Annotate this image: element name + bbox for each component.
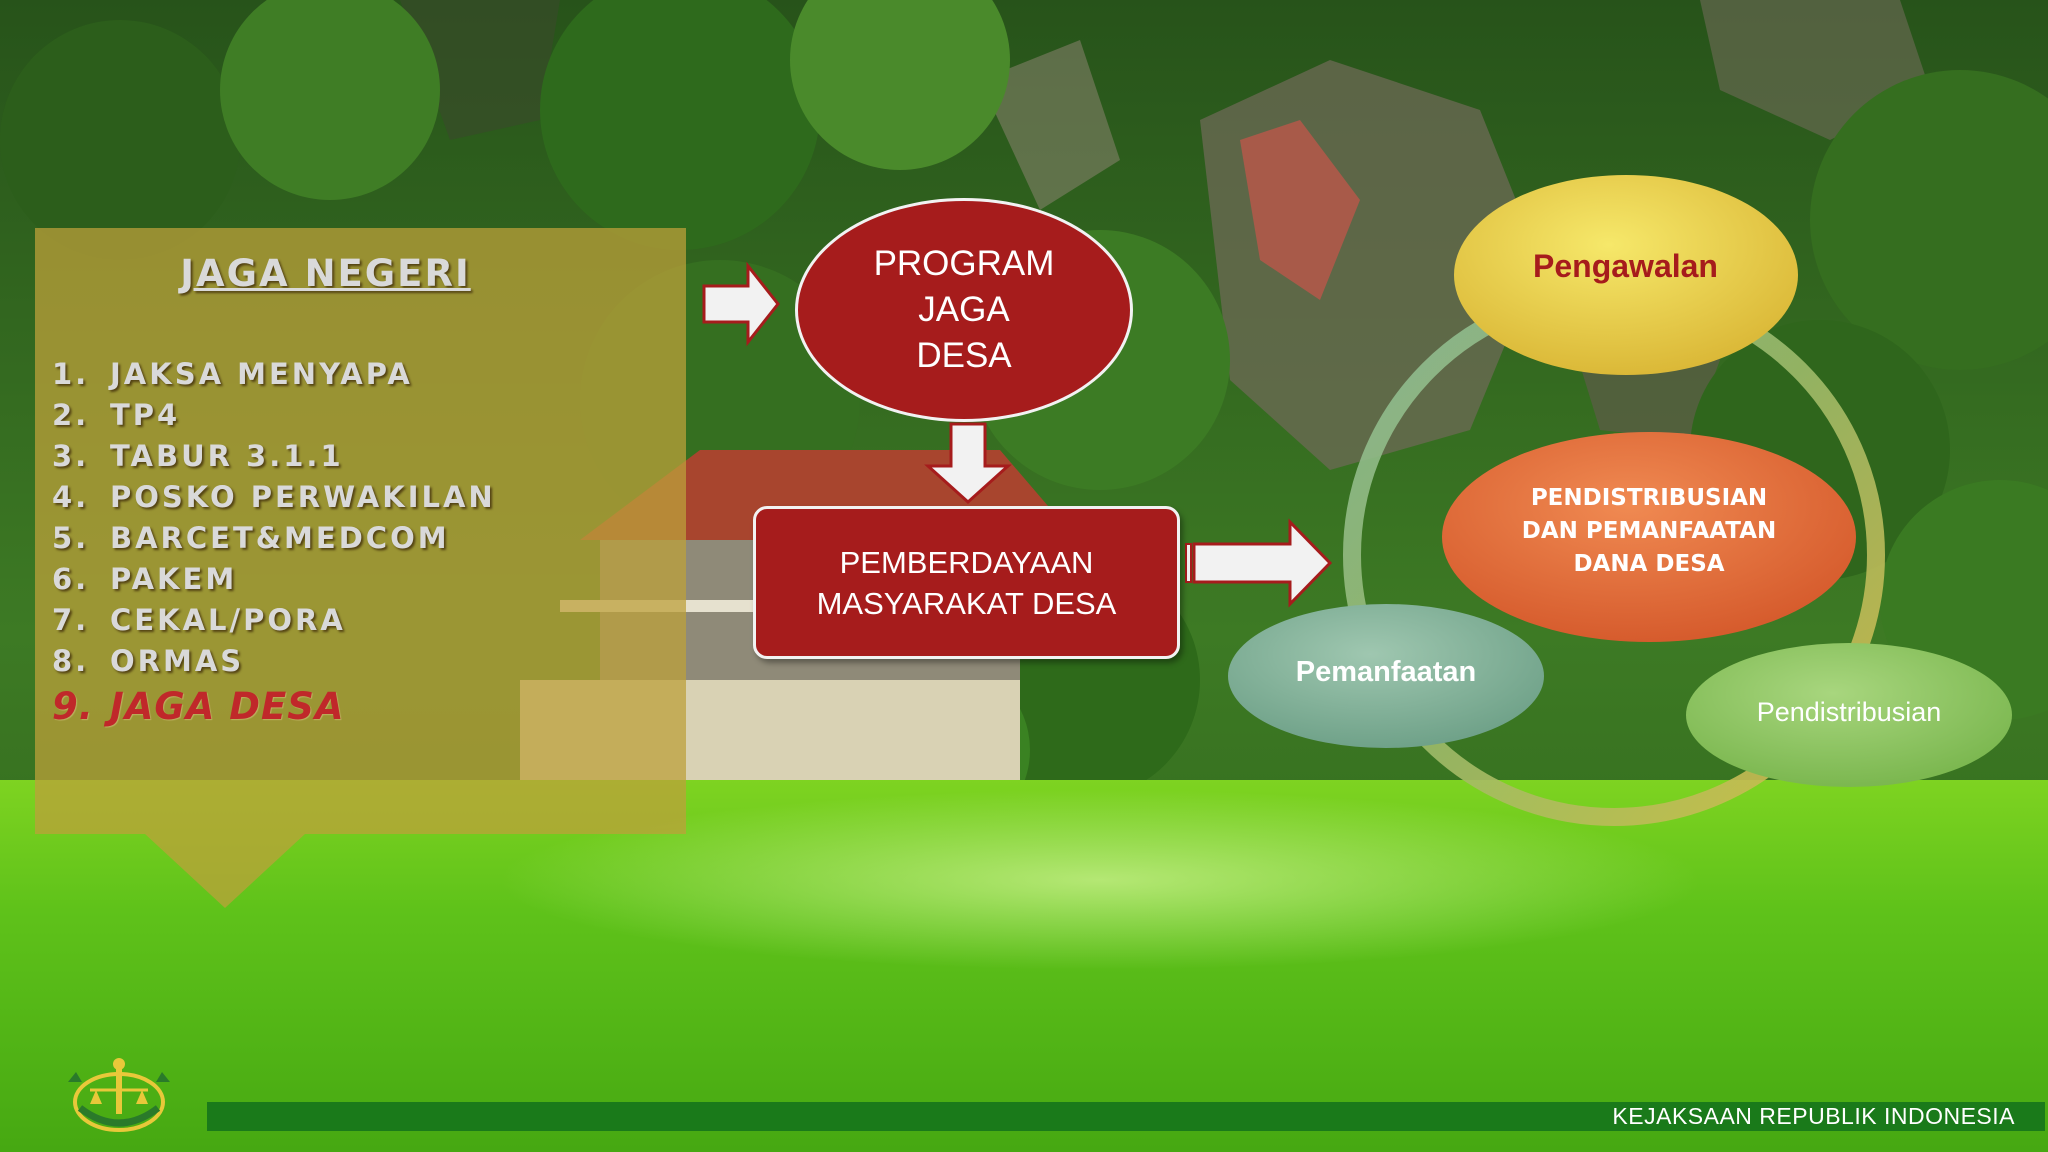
panel-pointer bbox=[145, 834, 305, 908]
footer-org-text: KEJAKSAAN REPUBLIK INDONESIA bbox=[1612, 1103, 2015, 1129]
list-item: 2.TP4 bbox=[52, 398, 181, 432]
list-item: 6.PAKEM bbox=[52, 562, 238, 596]
jaga-negeri-panel bbox=[35, 228, 686, 834]
arrow-right-icon bbox=[1185, 518, 1333, 608]
pengawalan-ellipse bbox=[1454, 175, 1798, 375]
program-line: PROGRAM bbox=[873, 244, 1055, 283]
list-item: 1.JAKSA MENYAPA bbox=[52, 357, 413, 391]
list-item: 7.CEKAL/PORA bbox=[52, 603, 346, 637]
program-jaga-desa-node: PROGRAM JAGA DESA bbox=[795, 198, 1133, 422]
pemberdayaan-line: PEMBERDAYAAN bbox=[839, 544, 1094, 580]
cliff-rocks bbox=[400, 0, 1930, 470]
pemanfaatan-ellipse bbox=[1228, 604, 1544, 748]
program-line: JAGA bbox=[918, 290, 1010, 329]
center-ellipse bbox=[1442, 432, 1856, 642]
pengawalan-label: Pengawalan bbox=[1533, 248, 1718, 284]
arrow-right-icon bbox=[702, 261, 780, 347]
pemberdayaan-node: PEMBERDAYAAN MASYARAKAT DESA bbox=[753, 506, 1180, 659]
pemberdayaan-line: MASYARAKAT DESA bbox=[816, 585, 1117, 621]
panel-title: JAGA NEGERI bbox=[180, 252, 471, 295]
list-item: 4.POSKO PERWAKILAN bbox=[52, 480, 496, 514]
pemanfaatan-label: Pemanfaatan bbox=[1295, 656, 1477, 688]
arrow-down-icon bbox=[924, 422, 1012, 505]
list-item: 8.ORMAS bbox=[52, 644, 245, 678]
center-label: PENDISTRIBUSIAN DAN PEMANFAATAN DANA DES… bbox=[1521, 485, 1777, 577]
pendistribusian-label: Pendistribusian bbox=[1756, 697, 1942, 727]
pendistribusian-ellipse bbox=[1686, 643, 2012, 787]
footer-bar: KEJAKSAAN REPUBLIK INDONESIA bbox=[207, 1102, 2045, 1131]
list-item-highlight: 9.JAGA DESA bbox=[52, 685, 345, 728]
kejaksaan-logo-icon bbox=[68, 1058, 170, 1132]
program-line: DESA bbox=[916, 336, 1012, 375]
list-item: 3.TABUR 3.1.1 bbox=[52, 439, 344, 473]
list-item: 5.BARCET&MEDCOM bbox=[52, 521, 450, 555]
